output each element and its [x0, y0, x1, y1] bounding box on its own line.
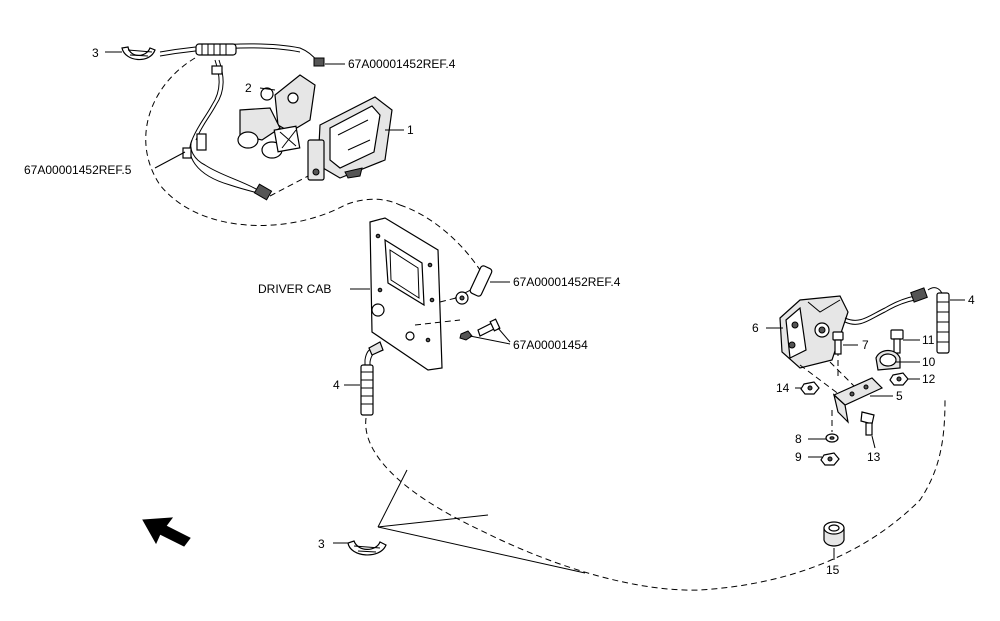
bolt-nut-1454 [459, 318, 501, 341]
bolt-7 [832, 331, 844, 355]
label-item-15: 15 [826, 563, 840, 577]
label-ref-top: 67A00001452REF.4 [348, 57, 456, 71]
pointer-line-a [377, 469, 408, 528]
label-item-6: 6 [752, 321, 759, 335]
connector-c [182, 147, 192, 159]
clamp-10 [875, 349, 901, 371]
mount-bracket-2 [237, 74, 316, 159]
connector-d [253, 183, 273, 201]
clamp-3-bottom [347, 540, 387, 556]
driver-cab-panel [369, 217, 443, 371]
label-item-12: 12 [922, 372, 936, 386]
bracket-5 [832, 377, 884, 424]
label-ref-mid: 67A00001452REF.4 [513, 275, 621, 289]
label-item-8: 8 [795, 432, 802, 446]
camera-connector [910, 287, 928, 303]
label-item-9: 9 [795, 450, 802, 464]
camera-cable [844, 295, 916, 321]
label-item-2: 2 [245, 81, 252, 95]
label-item-13: 13 [867, 450, 881, 464]
monitor-1 [307, 96, 393, 181]
label-item-3-bottom: 3 [318, 537, 325, 551]
clamp-3-top [121, 46, 156, 61]
cable-4-right [927, 287, 950, 354]
connector-a [211, 65, 223, 75]
grommet-15 [823, 521, 845, 547]
bolt-11 [890, 329, 904, 354]
cab-to-camera-boundary [399, 204, 481, 271]
lower-group-boundary [365, 399, 946, 591]
cable-top [159, 43, 319, 63]
label-item-5: 5 [896, 389, 903, 403]
connector-ref4-top [313, 57, 325, 67]
cable-sleeve-top [195, 43, 237, 56]
label-item-4-left: 4 [333, 378, 340, 392]
top-group-boundary [145, 57, 401, 226]
connector-b [196, 133, 207, 151]
label-item-4-right: 4 [968, 293, 975, 307]
direction-arrow [142, 517, 191, 547]
label-ref-1454: 67A00001454 [513, 338, 588, 352]
label-item-11: 11 [922, 333, 935, 347]
camera-6 [779, 295, 849, 369]
label-item-14: 14 [776, 381, 790, 395]
pointer-line-c [377, 526, 586, 574]
leader-lines [105, 51, 965, 560]
label-item-7: 7 [862, 338, 869, 352]
cable-4-left [360, 341, 384, 416]
label-item-3-top: 3 [92, 46, 99, 60]
cable-sleeve-mid [469, 265, 493, 297]
bolt-13 [860, 411, 875, 436]
label-item-10: 10 [922, 355, 936, 369]
label-driver-cab: DRIVER CAB [258, 282, 331, 296]
pointer-line-b [377, 514, 489, 528]
label-item-1: 1 [407, 123, 414, 137]
label-ref-left: 67A00001452REF.5 [24, 163, 132, 177]
